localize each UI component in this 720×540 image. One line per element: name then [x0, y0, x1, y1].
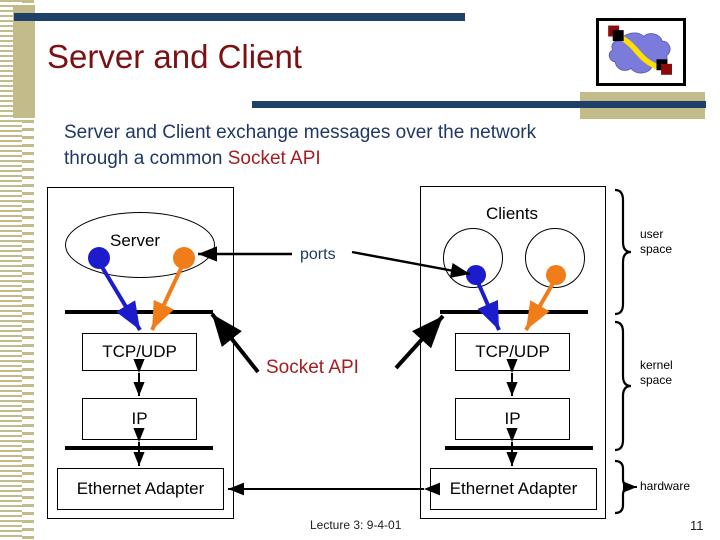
- clients-host-label: Clients: [486, 204, 538, 223]
- clients-socket-boundary-line: [440, 310, 588, 314]
- server-port-blue: [88, 247, 110, 269]
- brace-label-kernel-space-line2: space: [640, 373, 673, 387]
- brace-label-hardware-line1: hardware: [640, 479, 691, 493]
- server-box-tcp-udp: TCP/UDP: [82, 333, 197, 371]
- subtitle-text: Server and Client exchange messages over…: [64, 120, 604, 172]
- server-port-orange: [173, 247, 195, 269]
- footer-page-number: 11: [690, 518, 704, 533]
- server-host-label: Server: [110, 231, 161, 250]
- clients-box-ip: IP: [455, 398, 570, 440]
- left-rail-solid-block: [13, 5, 35, 118]
- brace-user-space: [614, 188, 632, 316]
- brace-kernel-space: [614, 320, 632, 452]
- network-cloud-svg: [608, 25, 672, 75]
- network-cloud-icon: [596, 18, 686, 86]
- brace-label-user-space-line1: user: [640, 227, 664, 241]
- subtitle-highlight: Socket API: [227, 148, 321, 169]
- server-hardware-boundary-line: [65, 446, 213, 450]
- ports-annotation-label: ports: [300, 246, 336, 263]
- brace-label-hardware: hardware: [640, 479, 690, 494]
- socket-api-annotation-label: Socket API: [266, 357, 359, 378]
- clients-hardware-boundary-line: [445, 446, 593, 450]
- server-socket-boundary-line: [65, 310, 213, 314]
- brace-label-kernel-space: kernel space: [640, 358, 673, 388]
- client-port-blue: [466, 265, 486, 285]
- header-rule-middle: [252, 101, 706, 108]
- brace-label-kernel-space-line1: kernel: [640, 358, 673, 372]
- server-box-ip: IP: [82, 398, 197, 440]
- clients-box-ethernet-adapter: Ethernet Adapter: [430, 468, 597, 510]
- brace-label-user-space-line2: space: [640, 242, 673, 256]
- page-title: Server and Client: [47, 38, 302, 75]
- brace-label-user-space: user space: [640, 227, 672, 257]
- clients-box-tcp-udp: TCP/UDP: [455, 333, 570, 371]
- brace-hardware: [614, 459, 632, 515]
- left-rail-stripes-inner: [22, 0, 34, 540]
- header-rule-top: [14, 13, 465, 21]
- subtitle-body: Server and Client exchange messages over…: [64, 122, 537, 169]
- client-port-orange: [546, 265, 566, 285]
- server-box-ethernet-adapter: Ethernet Adapter: [57, 468, 224, 510]
- footer-lecture-label: Lecture 3: 9-4-01: [310, 518, 402, 532]
